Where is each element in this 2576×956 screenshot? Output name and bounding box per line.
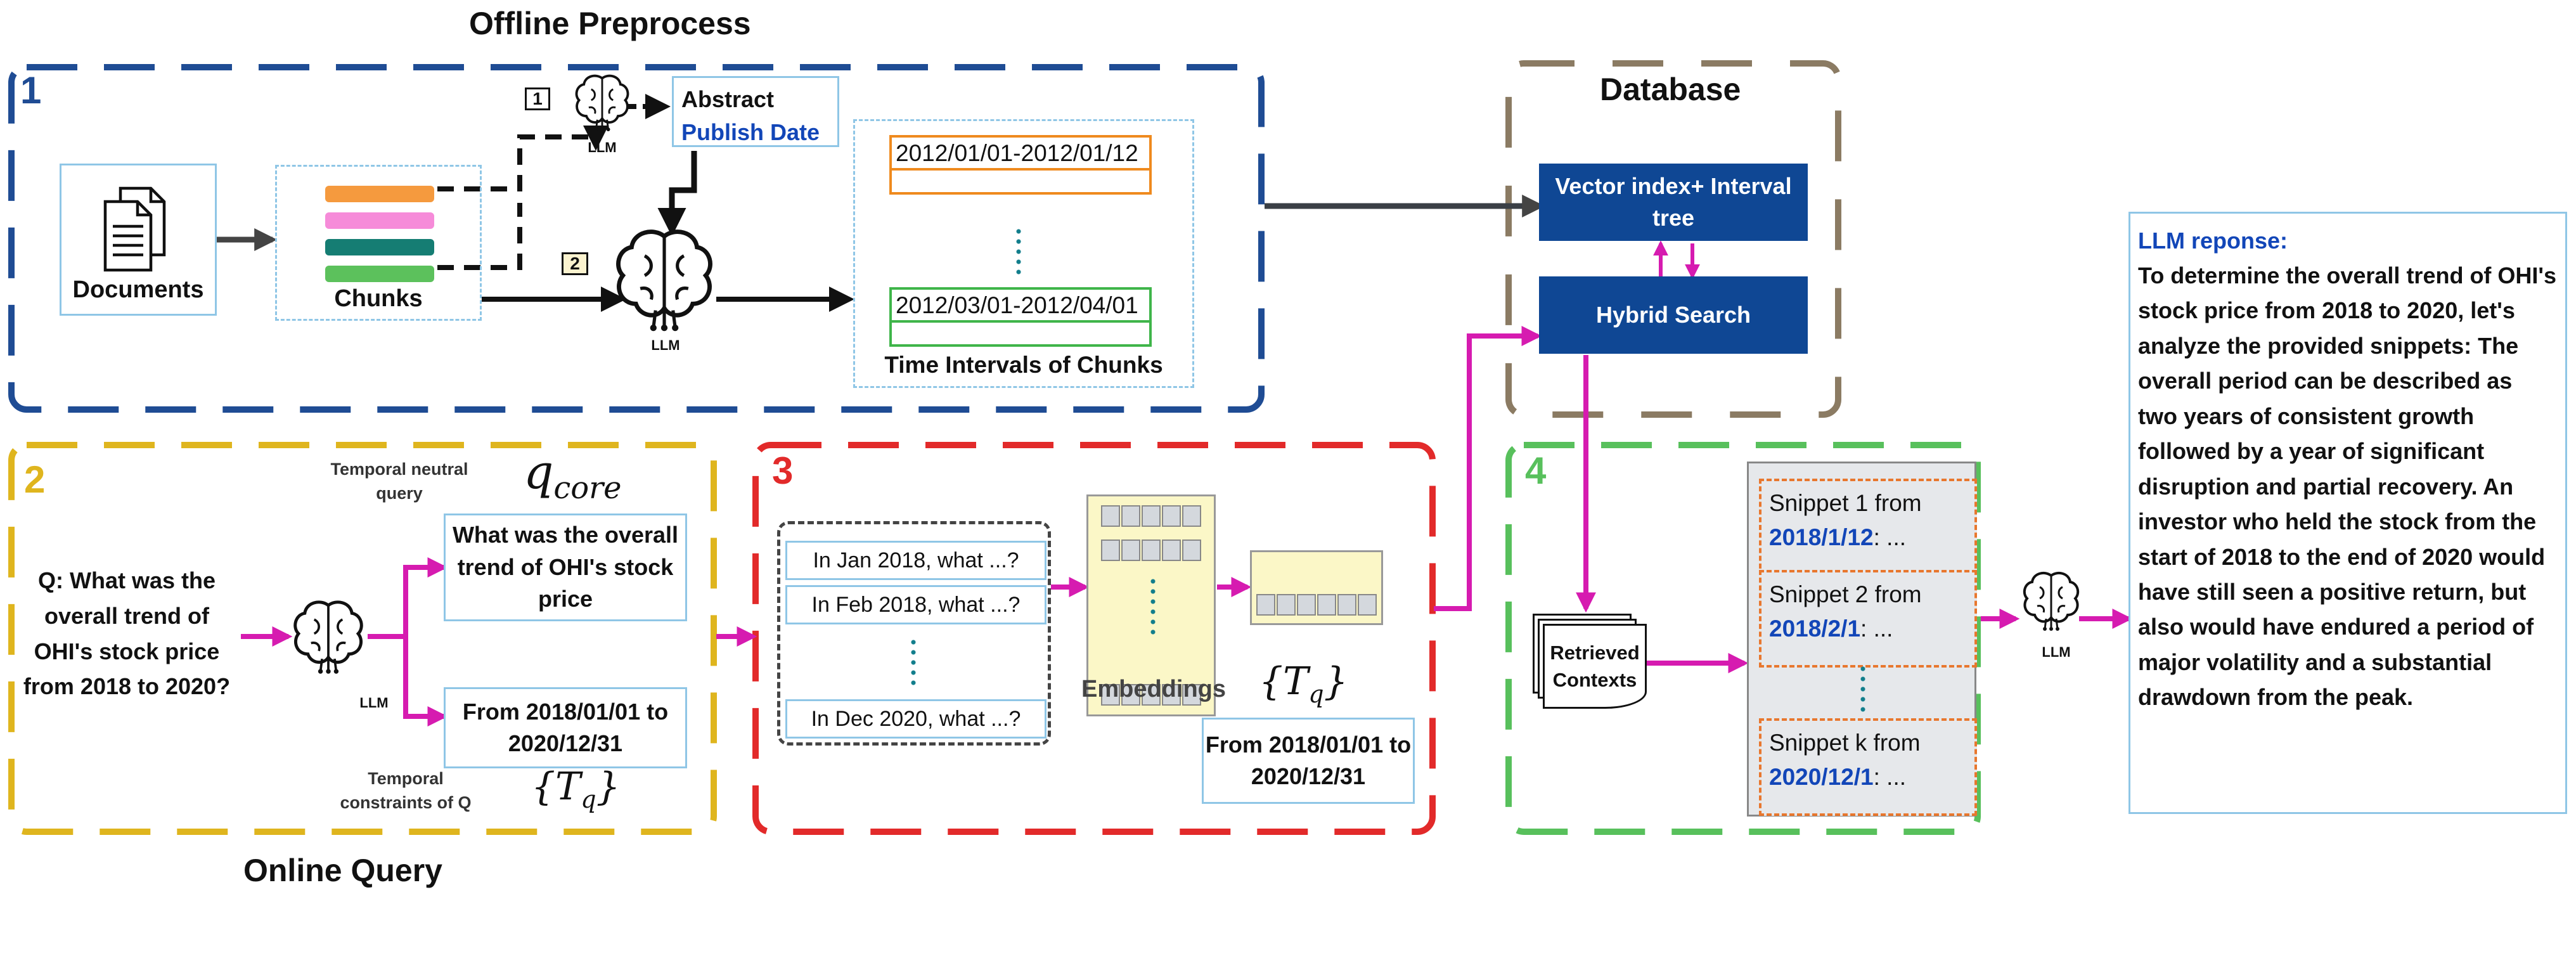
ellipsis-dots <box>1016 226 1021 277</box>
retrieved-contexts-label: Retrieved Contexts <box>1543 624 1647 709</box>
temporal-neutral-caption: Temporal neutral query <box>330 460 468 503</box>
database-frame <box>1505 60 1841 418</box>
brain-icon-query <box>289 596 368 675</box>
brain-icon-answer <box>2019 568 2083 631</box>
temporal-constraints-caption: Temporal constraints of Q <box>340 769 472 812</box>
panel2-number: 2 <box>24 458 46 501</box>
hypothetical-queries-box: In Jan 2018, what ...? In Feb 2018, what… <box>777 521 1051 746</box>
documents-icon <box>92 181 187 276</box>
intervals-box: 2012/01/01-2012/01/12 2012/03/01-2012/04… <box>853 119 1194 388</box>
chunk-bar-2 <box>325 212 434 229</box>
interval-row-empty-orange <box>889 171 1152 195</box>
panel4-number: 4 <box>1525 449 1547 492</box>
abstract-box: Abstract Publish Date <box>672 76 839 147</box>
ellipsis-dots <box>1150 576 1156 637</box>
tq-symbol: {Tq} <box>531 765 621 813</box>
chunk-bar-3 <box>325 239 434 255</box>
constraint-box-panel3: From 2018/01/01 to 2020/12/31 <box>1202 718 1415 804</box>
online-query-heading: Online Query <box>243 853 442 888</box>
documents-box: Documents <box>60 164 217 316</box>
panel2-frame <box>8 442 717 835</box>
panel1-number: 1 <box>20 69 42 112</box>
retrieved-contexts-stack: Retrieved Contexts <box>1533 614 1647 709</box>
step1-tag: 1 <box>525 87 550 110</box>
chunks-box: Chunks <box>275 165 482 321</box>
chunk-bar-4 <box>325 266 434 282</box>
llm-label-answer: LLM <box>2042 644 2071 660</box>
chunk-bar-1 <box>325 186 434 202</box>
e-hypo-vector <box>1250 550 1383 625</box>
llm-label-large: LLM <box>651 337 680 353</box>
response-body: To determine the overall trend of OHI's … <box>2138 262 2557 711</box>
step2-tag: 2 <box>562 252 588 275</box>
vector-index-box: Vector index+ Interval tree <box>1539 164 1808 241</box>
interval-row-first: 2012/01/01-2012/01/12 <box>889 135 1152 171</box>
q-core-symbol: qcore <box>524 445 622 506</box>
brain-icon-large <box>610 223 719 332</box>
llm-response-box: LLM reponse: To determine the overall tr… <box>2128 212 2567 814</box>
hypo-query-1: In Jan 2018, what ...? <box>785 541 1046 580</box>
response-title: LLM reponse: <box>2138 228 2288 254</box>
panel3-number: 3 <box>772 449 794 492</box>
chunks-label: Chunks <box>334 285 423 312</box>
database-heading: Database <box>1600 72 1741 107</box>
embeddings-label: Embeddings <box>1081 676 1227 702</box>
ellipsis-dots <box>1860 664 1865 714</box>
llm-label-query: LLM <box>359 695 389 711</box>
hybrid-search-box: Hybrid Search <box>1539 276 1808 354</box>
interval-row-last: 2012/03/01-2012/04/01 <box>889 287 1152 323</box>
hypo-query-3: In Dec 2020, what ...? <box>785 699 1046 739</box>
publish-date-label: Publish Date <box>681 119 820 146</box>
interval-row-empty-green <box>889 323 1152 347</box>
intervals-caption: Time Intervals of Chunks <box>884 352 1163 378</box>
ellipsis-dots <box>911 637 916 688</box>
neutral-query-box: What was the overall trend of OHI's stoc… <box>444 514 687 621</box>
abstract-label: Abstract <box>681 86 775 112</box>
hypo-query-2: In Feb 2018, what ...? <box>785 585 1046 624</box>
embeddings-matrix <box>1086 494 1216 716</box>
llm-label-small: LLM <box>588 139 617 155</box>
panel1-frame <box>8 64 1265 413</box>
panel4-frame <box>1505 442 1981 835</box>
documents-label: Documents <box>72 276 204 303</box>
tq-symbol-panel3: {Tq} <box>1259 659 1348 708</box>
brain-icon <box>572 71 633 132</box>
question-text: Q: What was the overall trend of OHI's s… <box>23 567 231 700</box>
constraint-box: From 2018/01/01 to 2020/12/31 <box>444 687 687 768</box>
offline-preprocess-heading: Offline Preprocess <box>469 6 751 41</box>
